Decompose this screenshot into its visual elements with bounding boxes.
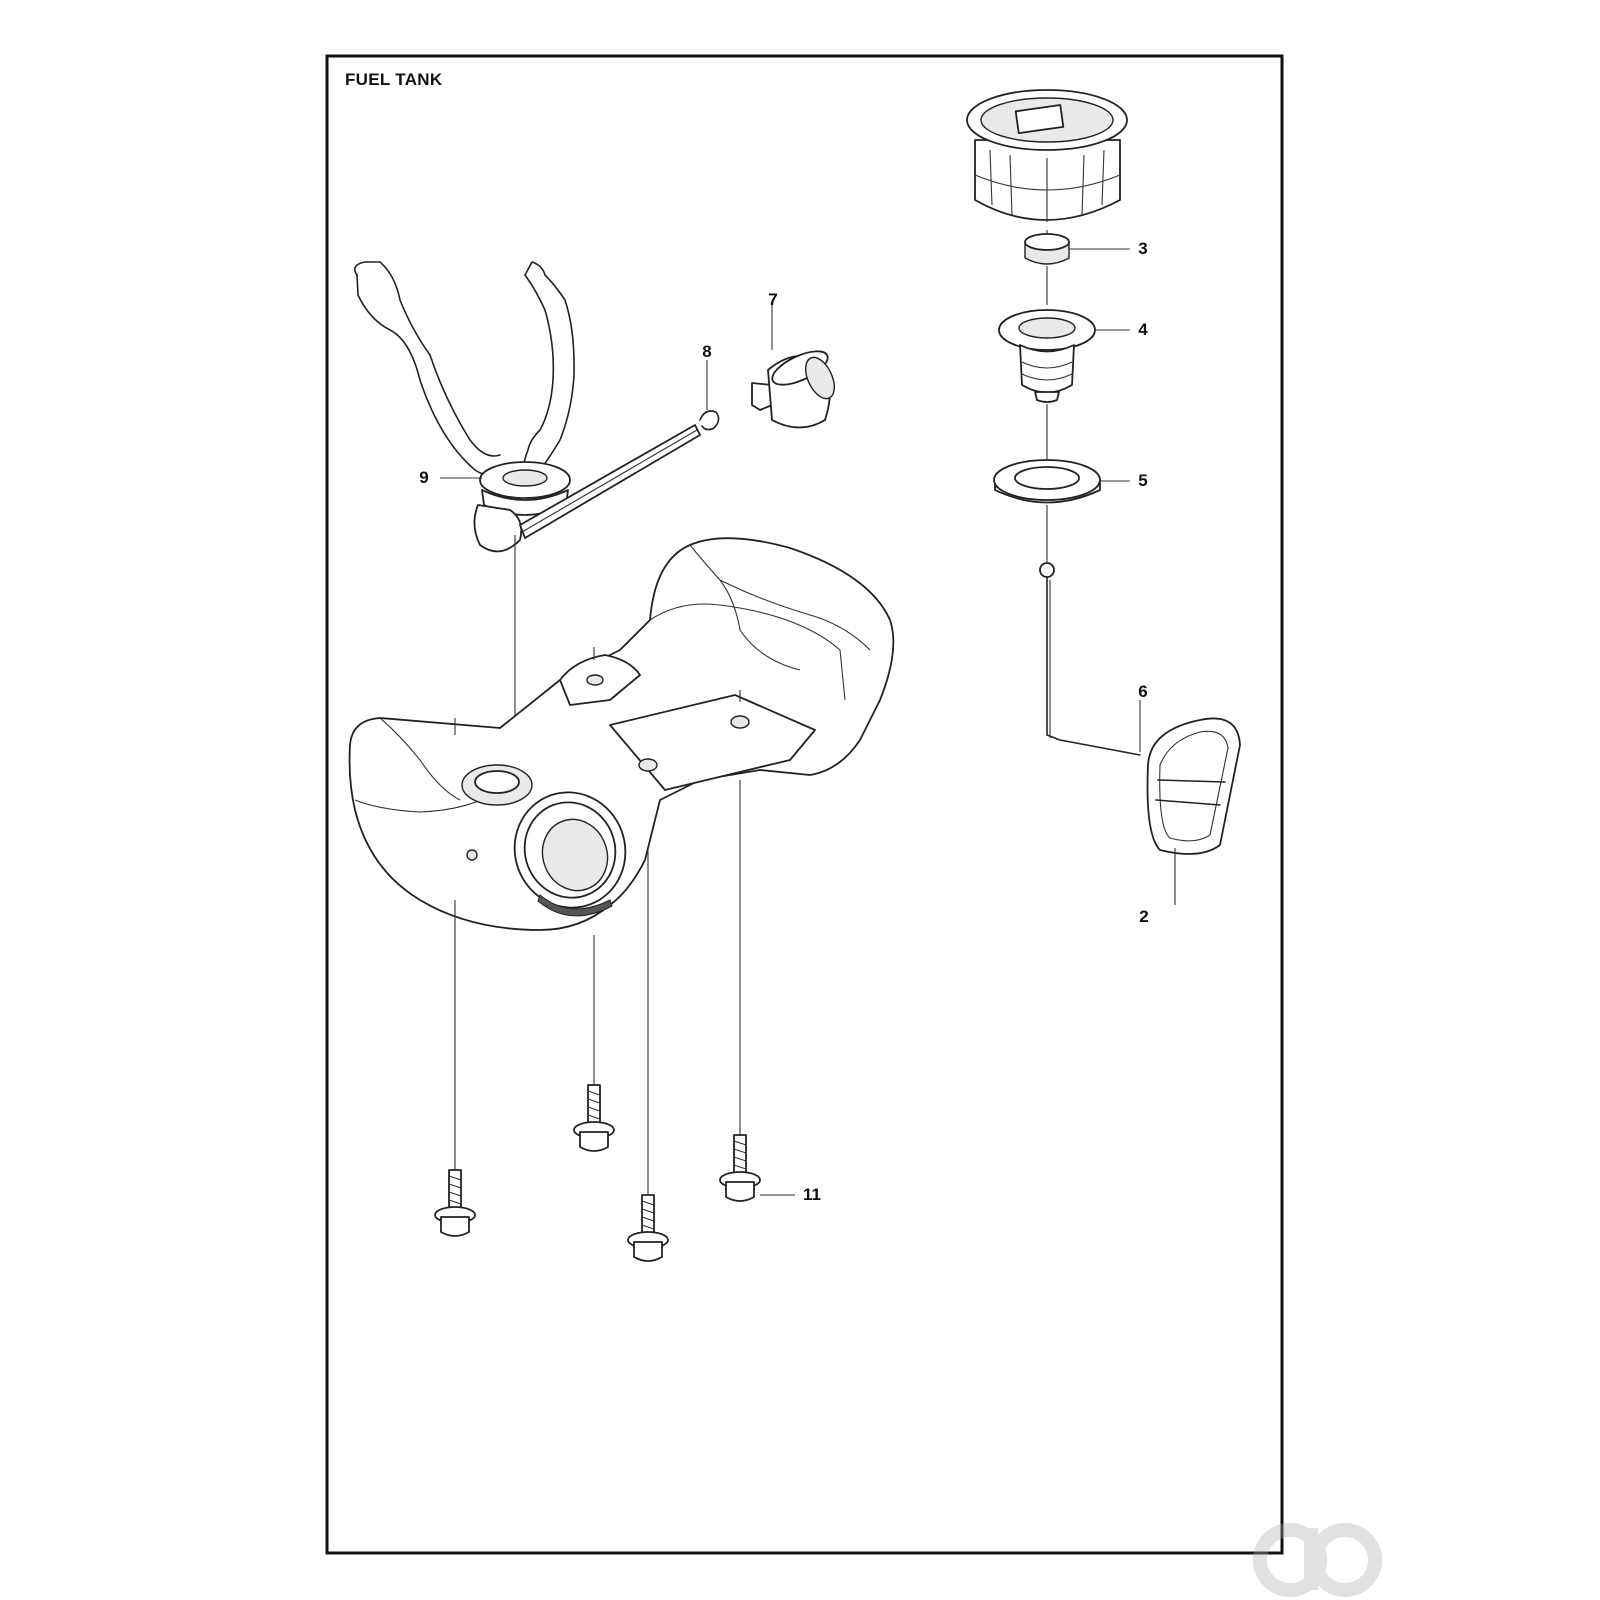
callout-7: 7: [768, 290, 778, 309]
callout-2: 2: [1139, 907, 1149, 926]
watermark-logo: [1253, 1523, 1382, 1597]
callout-6: 6: [1138, 682, 1148, 701]
part-7-fuel-filter: [751, 305, 836, 429]
callout-11: 11: [803, 1185, 821, 1204]
bolt-3: [627, 1194, 669, 1262]
bolt-2: [573, 1084, 615, 1152]
part-4-valve: [998, 309, 1096, 403]
part-9-grommet: [473, 461, 571, 553]
callout-8: 8: [702, 342, 712, 361]
fuel-cap: [966, 89, 1128, 222]
breather-tube: [519, 424, 701, 539]
fuel-hose-assembly: [354, 261, 575, 501]
bolt-4: [719, 1134, 761, 1202]
part-3-disc: [1024, 233, 1070, 265]
diagram-frame: [325, 54, 1284, 1555]
callout-5: 5: [1138, 471, 1148, 490]
bolt-1: [434, 1169, 476, 1237]
part-6-filter-line: [1039, 562, 1141, 756]
part-2-filter: [1146, 717, 1241, 905]
fuel-tank-body: [348, 537, 895, 931]
callout-3: 3: [1138, 239, 1148, 258]
diagram-title: FUEL TANK: [345, 70, 443, 89]
part-5-washer: [993, 459, 1101, 504]
callout-4: 4: [1138, 320, 1148, 339]
part-8-clip: [699, 360, 720, 431]
callout-9: 9: [419, 468, 429, 487]
